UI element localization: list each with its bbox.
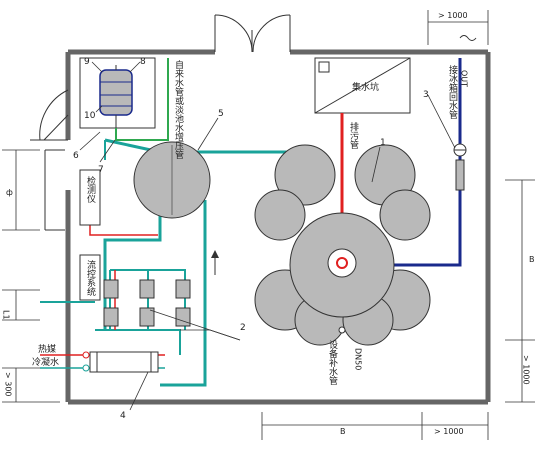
out-label: OUT [460,70,469,87]
dim-bottom: B [340,427,346,436]
dim-right-side: B [529,255,535,264]
monitor-box: 检测仪 [79,169,101,226]
cyan-pipe-main [104,138,295,154]
dim-left-phi: ф [6,188,13,197]
rotary-unit [254,144,431,346]
callout-1: 1 [380,138,386,148]
callout-3: 3 [423,90,429,100]
drain-pipe-label: 排污管 [348,121,359,149]
callout-8: 8 [140,57,146,67]
callout-2: 2 [240,323,246,333]
flow-control-label: 流控系统 [85,259,96,297]
room-walls [65,49,491,405]
return-pipe-label: 接冰箱回水管 [447,64,458,119]
heat-medium-label: 热媒 [38,343,56,355]
green-supply-pipe [115,58,169,141]
dim-left-bottom: > 300 [4,372,13,397]
callout-6: 6 [73,151,79,161]
callout-4: 4 [120,411,126,421]
left-louver [44,149,65,231]
condensate-label: 冷凝水 [32,356,59,368]
callout-7: 7 [98,165,104,175]
dim-right-bottom: > 1000 [522,355,531,385]
flow-control-box: 流控系统 [79,254,101,301]
sump-label: 集水坑 [352,81,379,93]
makeup-pipe-label: 设备补水管 [327,340,338,385]
dim-top-right: > 1000 [438,11,468,20]
dim-left-l1: L1 [2,310,11,320]
makeup-pipe-end [338,326,346,334]
tap-pipe-label: 自来水管或淡池水增压管 [173,59,184,159]
makeup-size-label: DN50 [354,348,363,370]
break-symbol [459,35,477,41]
monitor-label: 检测仪 [85,175,96,203]
sump-pit: 集水坑 [314,57,411,114]
callouts [79,61,456,411]
door-top [214,14,291,53]
door-left [30,89,69,141]
pump-row [103,279,191,327]
valve-3 [453,143,467,191]
heat-exchanger [82,351,159,373]
flow-arrow [211,250,219,275]
callout-10: 10 [84,111,96,121]
dimension-lines [2,10,535,440]
callout-5: 5 [218,109,224,119]
callout-9: 9 [84,57,90,67]
dim-bottom-right: > 1000 [434,427,464,436]
